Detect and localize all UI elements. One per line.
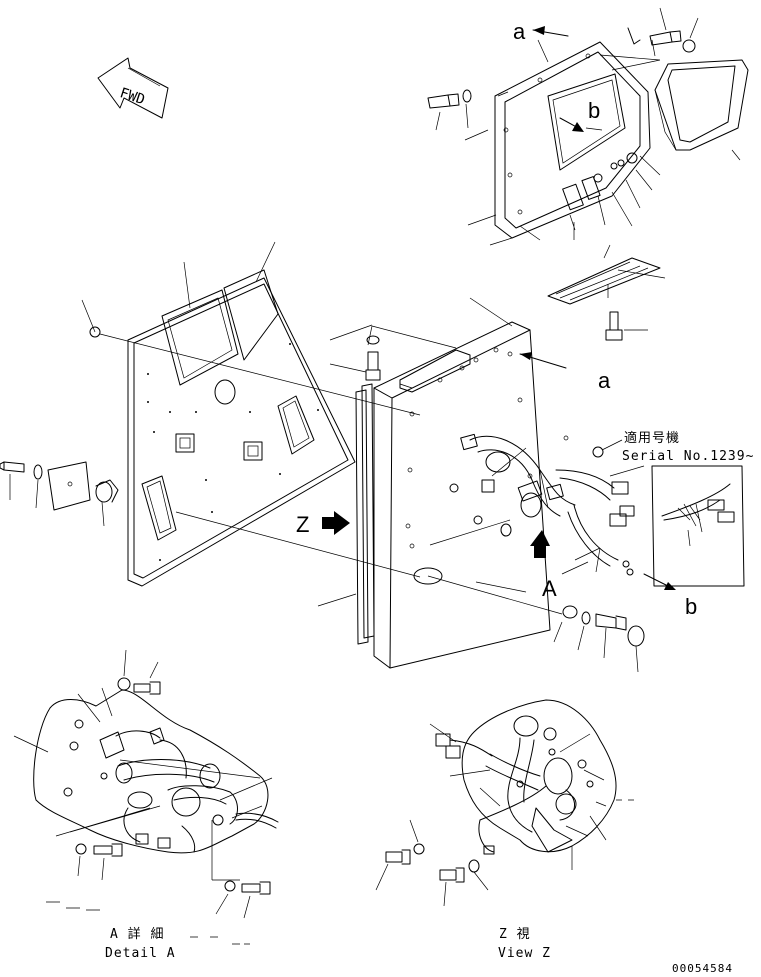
- top-bolt: [329, 335, 381, 381]
- detail-jp: A 詳 細: [110, 926, 164, 942]
- left-cover-panel: [81, 241, 421, 587]
- label-b-right: b: [685, 594, 697, 619]
- label-b-top: b: [588, 98, 600, 123]
- serial-inset: [609, 465, 745, 587]
- detail-en: Detail A: [105, 946, 176, 961]
- detail-a: [13, 649, 279, 919]
- seal-strip: [317, 383, 375, 645]
- black-arrow-icon: [322, 511, 350, 535]
- label-a-right: a: [598, 368, 611, 393]
- serial-jp: 適用号機: [624, 430, 680, 446]
- drawing-number: 00054584: [672, 962, 733, 975]
- fwd-label: FWD: [118, 85, 147, 108]
- serial-en: Serial No.1239~: [622, 449, 754, 464]
- main-panel: [175, 297, 635, 669]
- view-en: View Z: [498, 946, 551, 961]
- view-z: [375, 699, 634, 907]
- label-a-top: a: [513, 19, 526, 44]
- view-jp: Z 視: [499, 927, 531, 942]
- left-fasteners: [0, 461, 119, 527]
- instrument-panel-assembly: [427, 7, 749, 341]
- fwd-arrow-icon: FWD: [97, 57, 169, 119]
- right-fasteners: [553, 605, 645, 673]
- black-arrow-up-icon: [530, 530, 550, 558]
- label-view-a: A: [542, 576, 557, 601]
- label-z: Z: [296, 512, 309, 537]
